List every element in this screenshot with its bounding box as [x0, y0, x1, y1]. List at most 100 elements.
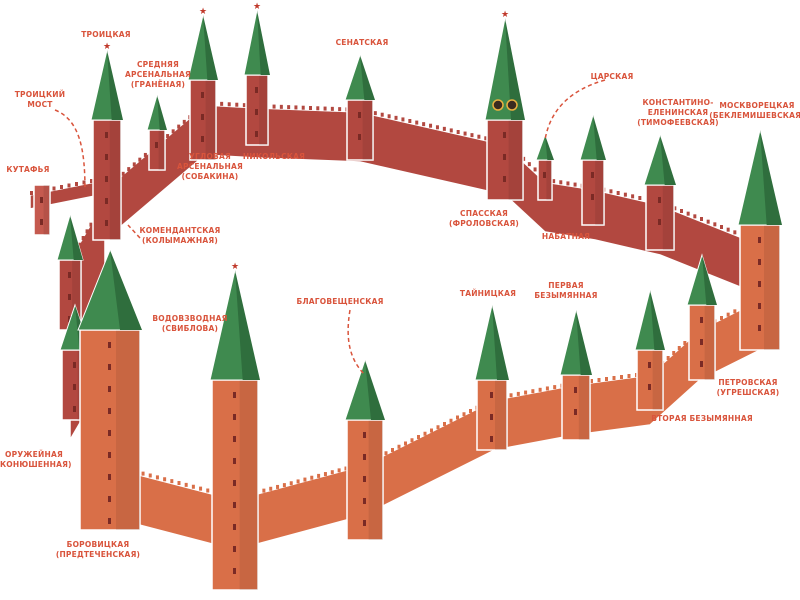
tower-komendantskaya — [56, 213, 84, 331]
tower-window — [758, 303, 761, 309]
tower-window — [233, 414, 236, 420]
tower-window — [758, 259, 761, 265]
star-icon: ★ — [253, 2, 261, 12]
tower-window — [255, 131, 258, 137]
merlon — [170, 479, 174, 484]
label-vodovzvodnaya: ВОДОВЗВОДНАЯ(СВИБЛОВА) — [152, 314, 228, 333]
merlon — [429, 123, 433, 128]
merlon — [408, 119, 412, 123]
merlon — [316, 106, 320, 111]
tower-roof-shade — [110, 250, 142, 330]
merlon — [401, 117, 405, 122]
merlon — [177, 124, 181, 129]
merlon — [121, 171, 125, 176]
tower-window — [105, 220, 108, 226]
merlon — [262, 488, 266, 493]
tower-window — [490, 414, 493, 420]
tower-vodovzvodnaya: ★ — [209, 262, 261, 591]
tower-troitskaya: ★ — [90, 42, 124, 241]
merlon — [276, 484, 280, 489]
merlon — [148, 473, 152, 478]
tower-window — [108, 408, 111, 414]
tower-window — [591, 172, 594, 178]
merlon — [75, 182, 78, 186]
merlon — [220, 101, 224, 106]
tower-window — [73, 406, 76, 412]
tower-window — [73, 362, 76, 368]
tower-spasskaya: ★ — [484, 10, 526, 201]
merlon — [317, 473, 321, 478]
star-icon: ★ — [231, 262, 239, 272]
arrow-troitsky-most — [54, 109, 86, 191]
merlon — [477, 134, 481, 139]
tower-window — [105, 176, 108, 182]
tower-petrovskaya — [686, 253, 718, 381]
tower-roof-shade — [660, 135, 676, 185]
merlon — [132, 162, 136, 167]
merlon — [394, 115, 398, 120]
label-spasskaya: СПАССКАЯ(ФРОЛОВСКАЯ) — [448, 209, 520, 228]
tower-roof-shade — [576, 310, 592, 375]
tower-window — [700, 339, 703, 345]
merlon — [294, 105, 298, 110]
merlon — [436, 425, 440, 430]
merlon — [303, 477, 307, 482]
merlon — [620, 375, 623, 379]
merlon — [235, 102, 239, 107]
tower-window — [490, 392, 493, 398]
merlon — [60, 185, 63, 189]
merlon — [713, 222, 717, 227]
merlon — [85, 229, 89, 234]
merlon — [733, 230, 737, 235]
merlon — [166, 134, 170, 139]
label-tainitskaya: ТАЙНИЦКАЯ — [459, 289, 517, 298]
tower-window — [233, 524, 236, 530]
merlon — [469, 409, 472, 413]
tower-vtoraya-bezymyannaya — [634, 289, 666, 411]
merlon — [127, 167, 131, 172]
kremlin-towers: ★★★★★ — [33, 2, 783, 591]
merlon — [182, 119, 186, 124]
merlon — [380, 112, 384, 117]
tower-roof-shade — [365, 360, 385, 420]
merlon — [330, 470, 334, 475]
label-senatskaya: СЕНАТСКАЯ — [335, 38, 389, 47]
tower-tainitskaya — [474, 304, 510, 451]
merlon — [677, 346, 681, 350]
label-troitskaya: ТРОИЦКАЯ — [81, 30, 131, 39]
tower-blagoveshchenskaya — [344, 358, 386, 541]
merlon — [531, 389, 535, 394]
merlon — [590, 379, 593, 383]
tower-window — [40, 197, 43, 203]
merlon — [89, 222, 93, 227]
tower-roof-shade — [650, 290, 665, 350]
label-nikolskaya: НИКОЛЬСКАЯ — [242, 152, 306, 161]
merlon — [449, 418, 453, 423]
tower-window — [201, 92, 204, 98]
tower-window — [233, 502, 236, 508]
tower-pervaya-bezymyannaya — [559, 309, 593, 441]
tower-nabatnaya — [579, 113, 607, 226]
clock-face — [492, 99, 504, 111]
merlon — [387, 114, 391, 119]
merlon — [310, 475, 314, 480]
tower-srednyaya-arsenalnaya — [146, 93, 168, 171]
merlon — [442, 126, 446, 131]
tower-window — [201, 114, 204, 120]
tower-shade — [595, 160, 604, 225]
tower-window — [700, 361, 703, 367]
merlon — [631, 194, 635, 199]
merlon — [612, 376, 616, 380]
tower-roof-shade — [70, 215, 83, 260]
tower-body — [33, 184, 51, 236]
merlon — [344, 466, 348, 471]
merlon — [423, 431, 427, 436]
label-nabatnaya: НАБАТНАЯ — [541, 232, 591, 241]
merlon — [384, 451, 388, 456]
tower-window — [758, 237, 761, 243]
merlon — [524, 390, 528, 395]
merlon — [463, 131, 467, 136]
merlon — [52, 186, 56, 191]
